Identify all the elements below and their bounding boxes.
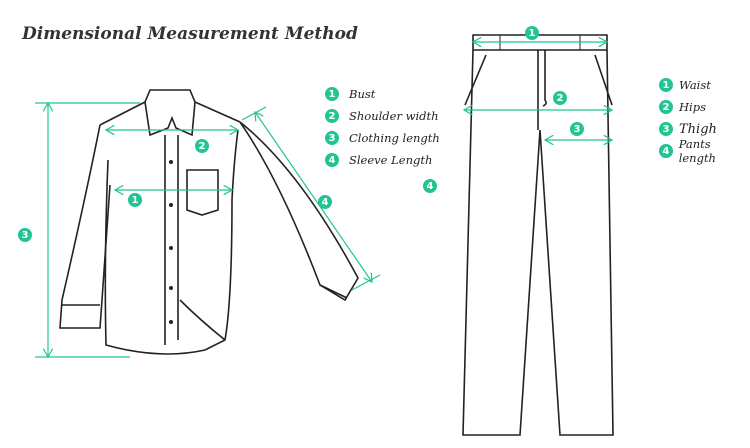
number-badge: 2 — [325, 109, 339, 123]
legend-label: Thigh — [679, 121, 717, 137]
pants-drawing — [462, 34, 614, 436]
legend-item: 1 Waist — [659, 74, 750, 96]
legend-label: Hips — [679, 100, 706, 114]
thigh-badge: 3 — [570, 122, 584, 136]
legend-item: 4 Sleeve Length — [325, 149, 440, 171]
number-badge: 4 — [659, 144, 673, 158]
number-badge: 4 — [325, 153, 339, 167]
pants-length-badge: 4 — [423, 179, 437, 193]
legend-label: Clothing length — [349, 131, 440, 145]
legend-label: Bust — [349, 87, 376, 101]
page-title: Dimensional Measurement Method — [22, 24, 358, 44]
legend-label: Sleeve Length — [349, 153, 433, 167]
shirt-legend: 1 Bust 2 Shoulder width 3 Clothing length 4… — [325, 83, 440, 171]
legend-item: 3 Thigh — [659, 118, 750, 140]
legend-label: Waist — [679, 78, 711, 92]
pants-measure-lines — [464, 42, 612, 140]
legend-item: 2 Hips — [659, 96, 750, 118]
number-badge: 3 — [325, 131, 339, 145]
legend-label: Shoulder width — [349, 109, 439, 123]
length-badge: 3 — [18, 228, 32, 242]
number-badge: 3 — [659, 122, 673, 136]
number-badge: 1 — [325, 87, 339, 101]
sleeve-badge: 4 — [318, 195, 332, 209]
bust-badge: 1 — [128, 193, 142, 207]
legend-item: 3 Clothing length — [325, 127, 440, 149]
shirt-measure-lines — [35, 103, 381, 357]
number-badge: 2 — [659, 100, 673, 114]
legend-label: Pants length — [678, 137, 716, 165]
legend-item: 1 Bust — [325, 83, 440, 105]
waist-badge: 1 — [525, 26, 539, 40]
shirt-buttons — [169, 160, 173, 324]
hips-badge: 2 — [553, 91, 567, 105]
pants-legend: 1 Waist 2 Hips 3 Thigh 4 Pants length — [659, 74, 750, 165]
legend-item: 2 Shoulder width — [325, 105, 440, 127]
shoulder-badge: 2 — [195, 139, 209, 153]
number-badge: 1 — [659, 78, 673, 92]
legend-item: 4 Pants length — [659, 137, 750, 165]
